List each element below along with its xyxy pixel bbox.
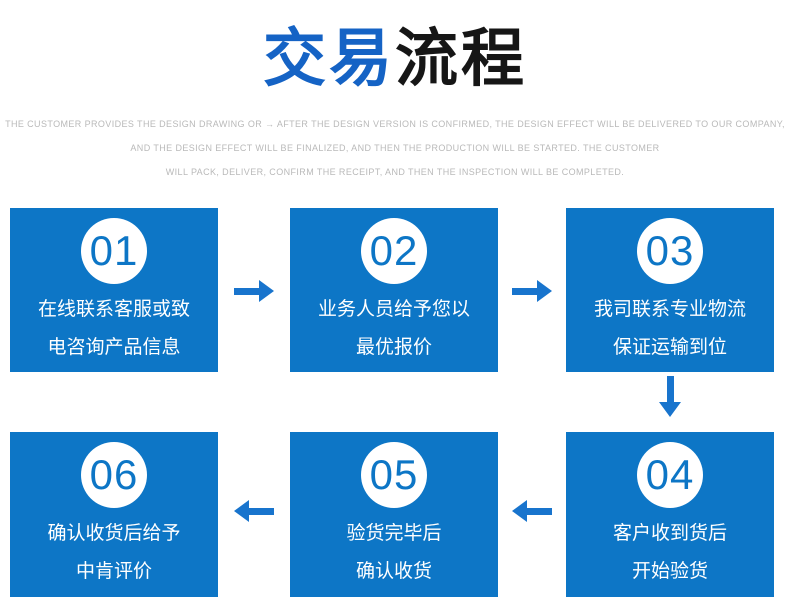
arrow-head: [512, 500, 527, 522]
step-text-line: 在线联系客服或致: [37, 299, 190, 320]
page-title: 交易流程: [0, 16, 790, 102]
step-number-badge-04: 04: [637, 442, 703, 508]
arrow-shaft: [666, 376, 674, 402]
arrow-shaft: [527, 507, 552, 515]
arrow-head: [659, 402, 681, 417]
page-title-blue-part: 交易: [263, 24, 395, 94]
step-box-04: 04 客户收到货后 开始验货: [566, 432, 774, 597]
step-number-badge-03: 03: [637, 218, 703, 284]
arrow-left-icon: [512, 500, 552, 522]
step-text-line: 保证运输到位: [612, 337, 727, 358]
step-number-02: 02: [369, 227, 419, 274]
step-text-line: 客户收到货后: [612, 523, 727, 544]
step-box-06: 06 确认收货后给予 中肯评价: [10, 432, 218, 597]
step-box-01: 01 在线联系客服或致 电咨询产品信息: [10, 208, 218, 372]
step-number-06: 06: [89, 451, 139, 498]
step-text-line: 业务人员给予您以: [317, 299, 470, 320]
step-box-02: 02 业务人员给予您以 最优报价: [290, 208, 498, 372]
step-text-line: 确认收货后给予: [47, 523, 181, 544]
arrow-left-icon: [234, 500, 274, 522]
step-text-05: 验货完毕后 确认收货: [346, 515, 441, 591]
step-number-03: 03: [645, 227, 695, 274]
step-box-05: 05 验货完毕后 确认收货: [290, 432, 498, 597]
arrow-down-icon: [659, 376, 681, 417]
step-number-01: 01: [89, 227, 139, 274]
step-text-line: 开始验货: [631, 561, 708, 582]
step-number-05: 05: [369, 451, 419, 498]
subtitle-line-3: WILL PACK, DELIVER, CONFIRM THE RECEIPT,…: [165, 167, 625, 177]
page-title-black-part: 流程: [395, 24, 527, 94]
step-text-06: 确认收货后给予 中肯评价: [47, 515, 180, 591]
step-text-01: 在线联系客服或致 电咨询产品信息: [38, 291, 190, 367]
subtitle-line-1: THE CUSTOMER PROVIDES THE DESIGN DRAWING…: [5, 119, 785, 129]
step-number-badge-02: 02: [361, 218, 427, 284]
arrow-shaft: [234, 287, 259, 295]
step-text-line: 最优报价: [355, 337, 432, 358]
arrow-shaft: [512, 287, 537, 295]
step-number-badge-01: 01: [81, 218, 147, 284]
step-number-badge-05: 05: [361, 442, 427, 508]
arrow-shaft: [249, 507, 274, 515]
arrow-head: [537, 280, 552, 302]
step-text-03: 我司联系专业物流 保证运输到位: [594, 291, 746, 367]
step-text-04: 客户收到货后 开始验货: [613, 515, 727, 591]
step-text-line: 验货完毕后: [346, 523, 442, 544]
arrow-right-icon: [234, 280, 274, 302]
subtitle-line-2: AND THE DESIGN EFFECT WILL BE FINALIZED,…: [130, 143, 660, 153]
step-text-line: 电咨询产品信息: [47, 337, 181, 358]
step-number-badge-06: 06: [81, 442, 147, 508]
arrow-right-icon: [512, 280, 552, 302]
step-text-line: 我司联系专业物流: [593, 299, 746, 320]
arrow-head: [234, 500, 249, 522]
subtitle-block: THE CUSTOMER PROVIDES THE DESIGN DRAWING…: [0, 112, 790, 184]
step-text-line: 确认收货: [355, 561, 432, 582]
step-number-04: 04: [645, 451, 695, 498]
step-box-03: 03 我司联系专业物流 保证运输到位: [566, 208, 774, 372]
step-text-02: 业务人员给予您以 最优报价: [318, 291, 470, 367]
arrow-head: [259, 280, 274, 302]
step-text-line: 中肯评价: [75, 561, 152, 582]
